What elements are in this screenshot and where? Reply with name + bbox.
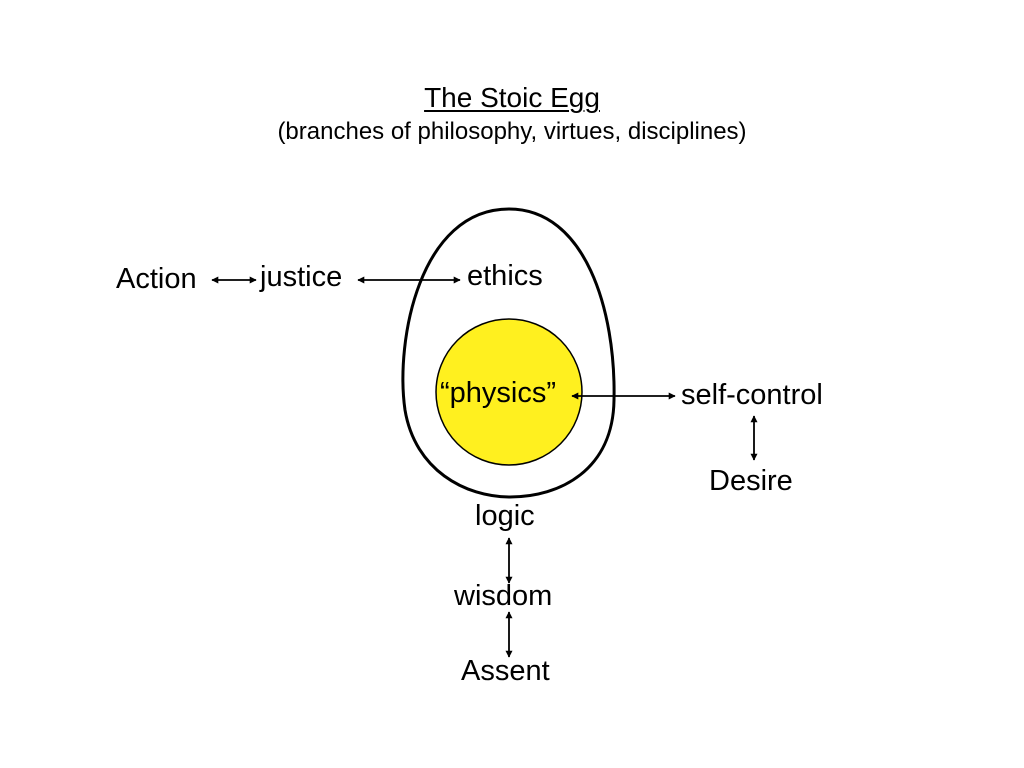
diagram-title: The Stoic Egg <box>424 82 600 113</box>
label-justice: justice <box>260 261 343 293</box>
label-self-control: self-control <box>681 379 823 411</box>
label-wisdom: wisdom <box>454 580 553 612</box>
label-action: Action <box>116 263 197 295</box>
label-logic: logic <box>475 500 535 532</box>
label-physics: “physics” <box>440 377 557 409</box>
egg-yolk <box>435 318 583 466</box>
diagram-subtitle: (branches of philosophy, virtues, discip… <box>277 118 747 145</box>
label-assent: Assent <box>461 655 550 687</box>
label-ethics: ethics <box>467 260 543 292</box>
label-desire: Desire <box>709 465 793 497</box>
